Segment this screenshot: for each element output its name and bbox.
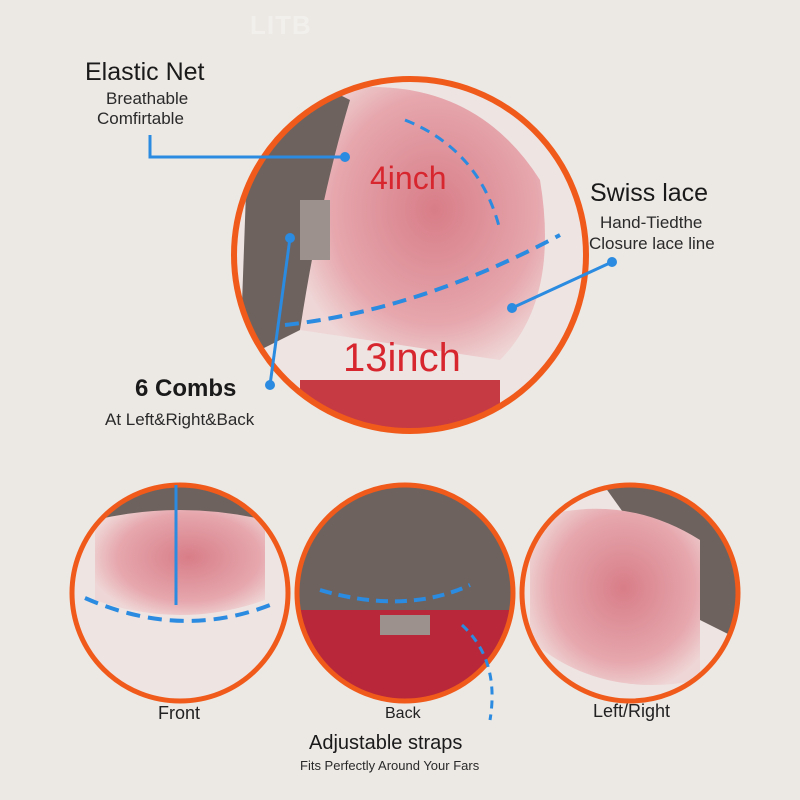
elastic-net-line1: Breathable — [106, 89, 189, 108]
front-view-photo — [69, 482, 291, 704]
depth-measure: 4inch — [370, 160, 447, 196]
back-label: Back — [385, 705, 421, 722]
swiss-lace-title: Swiss lace — [590, 179, 709, 207]
combs-line1: At Left&Right&Back — [105, 410, 255, 429]
main-wig-photo — [148, 76, 617, 434]
back-view-photo — [294, 482, 516, 721]
straps-title: Adjustable straps — [309, 732, 463, 754]
straps-line1: Fits Perfectly Around Your Fars — [300, 758, 480, 773]
watermark-logo: LITB — [250, 10, 312, 40]
width-measure: 13inch — [343, 336, 461, 380]
elastic-net-title: Elastic Net — [85, 58, 205, 86]
swiss-lace-line2: Closure lace line — [589, 234, 715, 253]
side-view-photo — [519, 482, 741, 704]
swiss-lace-line1: Hand-Tiedthe — [600, 213, 703, 232]
side-label: Left/Right — [593, 701, 671, 721]
combs-title: 6 Combs — [135, 375, 237, 402]
front-label: Front — [158, 703, 201, 723]
elastic-net-line2: Comfirtable — [97, 109, 184, 128]
comb-icon — [300, 200, 330, 260]
